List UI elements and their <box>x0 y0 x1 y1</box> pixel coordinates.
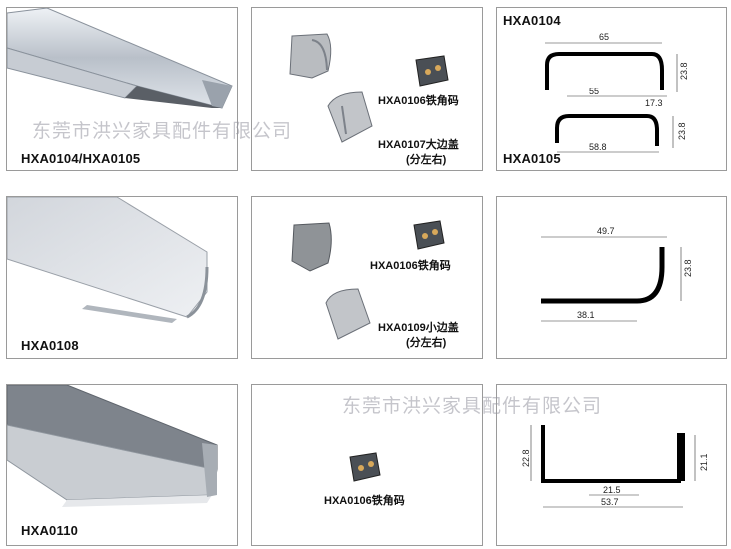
end-cap-photo <box>291 222 332 272</box>
product-label: HXA0104/HXA0105 <box>21 151 141 166</box>
profile-drawing-hxa0105: 55 17.3 23.8 58.8 <box>555 88 687 153</box>
aluminum-profile-photo-2 <box>7 197 209 323</box>
profile-drawing-hxa0108: 49.7 23.8 38.1 <box>541 226 693 322</box>
end-cap-label: HXA0109小边盖 (分左右) <box>378 321 459 351</box>
end-cap-label-line1: HXA0109小边盖 <box>378 322 459 334</box>
end-cap-photo <box>289 33 332 79</box>
dim-55: 55 <box>589 88 599 96</box>
dim-17-3: 17.3 <box>645 98 663 108</box>
dim-23-8: 23.8 <box>679 62 689 80</box>
drawing-panel-hxa0104-hxa0105: HXA0104 HXA0105 65 23.8 55 17.3 23.8 58.… <box>496 7 727 171</box>
product-photo-panel-hxa0108: HXA0108 <box>6 196 238 359</box>
accessory-panel-row2: HXA0106铁角码 HXA0109小边盖 (分左右) <box>251 196 483 359</box>
corner-bracket-label: HXA0106铁角码 <box>324 495 405 507</box>
corner-bracket-label: HXA0106铁角码 <box>378 95 459 107</box>
end-cap-photo-2 <box>325 288 371 340</box>
product-label: HXA0108 <box>21 338 79 353</box>
profile-drawing-hxa0110: 22.8 21.1 21.5 53.7 <box>521 425 709 508</box>
product-photo-panel-hxa0110: HXA0110 <box>6 384 238 546</box>
end-cap-label-line2: (分左右) <box>406 154 447 166</box>
corner-bracket-photo <box>415 55 449 87</box>
corner-bracket-photo <box>349 452 381 482</box>
product-label: HXA0110 <box>21 523 79 538</box>
dim-21-5: 21.5 <box>603 485 621 495</box>
accessory-panel-row1: HXA0106铁角码 HXA0107大边盖 (分左右) <box>251 7 483 171</box>
profile-drawing-hxa0104: 65 23.8 <box>545 32 689 92</box>
drawing-bottom-label: HXA0105 <box>503 151 561 166</box>
dim-23-8-b: 23.8 <box>677 122 687 140</box>
end-cap-label-line2: (分左右) <box>406 337 447 349</box>
dim-21-1: 21.1 <box>699 453 709 471</box>
dim-65: 65 <box>599 32 609 42</box>
dim-53-7: 53.7 <box>601 497 619 507</box>
end-cap-label: HXA0107大边盖 (分左右) <box>378 138 459 168</box>
drawing-panel-hxa0110: 22.8 21.1 21.5 53.7 <box>496 384 727 546</box>
product-photo-panel-hxa0104: HXA0104/HXA0105 <box>6 7 238 171</box>
dim-23-8: 23.8 <box>683 259 693 277</box>
end-cap-photo-2 <box>327 91 373 143</box>
end-cap-label-line1: HXA0107大边盖 <box>378 139 459 151</box>
dim-22-8: 22.8 <box>521 449 531 467</box>
drawing-top-label: HXA0104 <box>503 13 561 28</box>
drawing-panel-hxa0108: 49.7 23.8 38.1 <box>496 196 727 359</box>
corner-bracket-photo <box>413 220 445 250</box>
aluminum-profile-photo-3 <box>7 385 218 507</box>
dim-58-8: 58.8 <box>589 142 607 152</box>
dim-38-1: 38.1 <box>577 310 595 320</box>
corner-bracket-label: HXA0106铁角码 <box>370 260 451 272</box>
accessory-panel-row3: HXA0106铁角码 <box>251 384 483 546</box>
aluminum-profile-photo <box>7 8 233 109</box>
dim-49-7: 49.7 <box>597 226 615 236</box>
